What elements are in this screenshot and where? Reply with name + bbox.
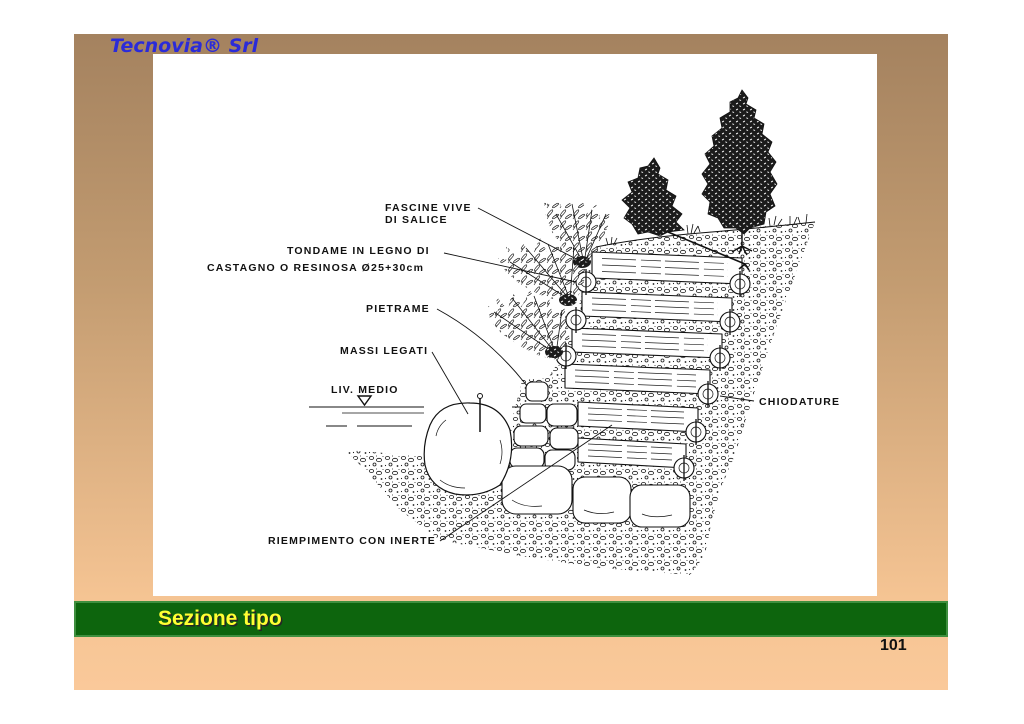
- large-stone: [629, 484, 691, 528]
- leader-line-riempimento: [439, 424, 613, 542]
- crib-wall-diagram: FASCINE VIVE DI SALICE TONDAME IN LEGNO …: [207, 89, 840, 575]
- wood-grain: [574, 258, 729, 461]
- label-massi-legati: MASSI LEGATI: [340, 345, 428, 357]
- label-riempimento: RIEMPIMENTO CON INERTE: [268, 535, 436, 547]
- label-fascine-line1: FASCINE VIVE: [385, 202, 472, 214]
- figure-panel: FASCINE VIVE DI SALICE TONDAME IN LEGNO …: [153, 54, 877, 596]
- willow-shrub: [488, 290, 570, 360]
- stone: [546, 403, 578, 427]
- label-liv-medio: LIV. MEDIO: [331, 384, 399, 396]
- dark-shrub: [621, 157, 750, 271]
- label-tondame-line2: CASTAGNO O RESINOSA Ø25+30cm: [207, 262, 424, 274]
- boulder: [423, 402, 513, 496]
- leader-line-tondame: [443, 252, 577, 283]
- stone: [509, 447, 545, 469]
- leader-line-massi-legati: [431, 351, 469, 415]
- leader-line-chiodature: [719, 395, 755, 402]
- water-level-marker-icon: [356, 395, 373, 407]
- slide-title: Sezione tipo: [158, 607, 282, 630]
- stone: [549, 427, 579, 450]
- large-stone: [501, 465, 573, 515]
- brand-title: Tecnovia® Srl: [110, 35, 259, 57]
- boulder-shading: [435, 419, 503, 489]
- stone: [513, 425, 549, 447]
- label-fascine-line2: DI SALICE: [385, 214, 448, 226]
- large-stone: [572, 476, 632, 524]
- tree: [701, 89, 778, 256]
- label-tondame-line1: TONDAME IN LEGNO DI: [287, 245, 430, 257]
- label-chiodature: CHIODATURE: [759, 396, 840, 408]
- slide: Tecnovia® Srl: [74, 34, 948, 690]
- stake: [477, 393, 483, 432]
- grass-line: [595, 213, 816, 248]
- log-row: [591, 251, 743, 285]
- water-surface: [309, 406, 520, 427]
- leader-line-fascine: [477, 207, 583, 263]
- title-bar: Sezione tipo: [74, 601, 948, 637]
- stone-shading: [511, 499, 673, 518]
- stone: [525, 381, 549, 402]
- label-pietrame: PIETRAME: [366, 303, 430, 315]
- leader-line-pietrame: [436, 308, 528, 387]
- stone: [519, 403, 547, 424]
- willow-shrub: [498, 238, 588, 306]
- page-number: 101: [880, 637, 907, 654]
